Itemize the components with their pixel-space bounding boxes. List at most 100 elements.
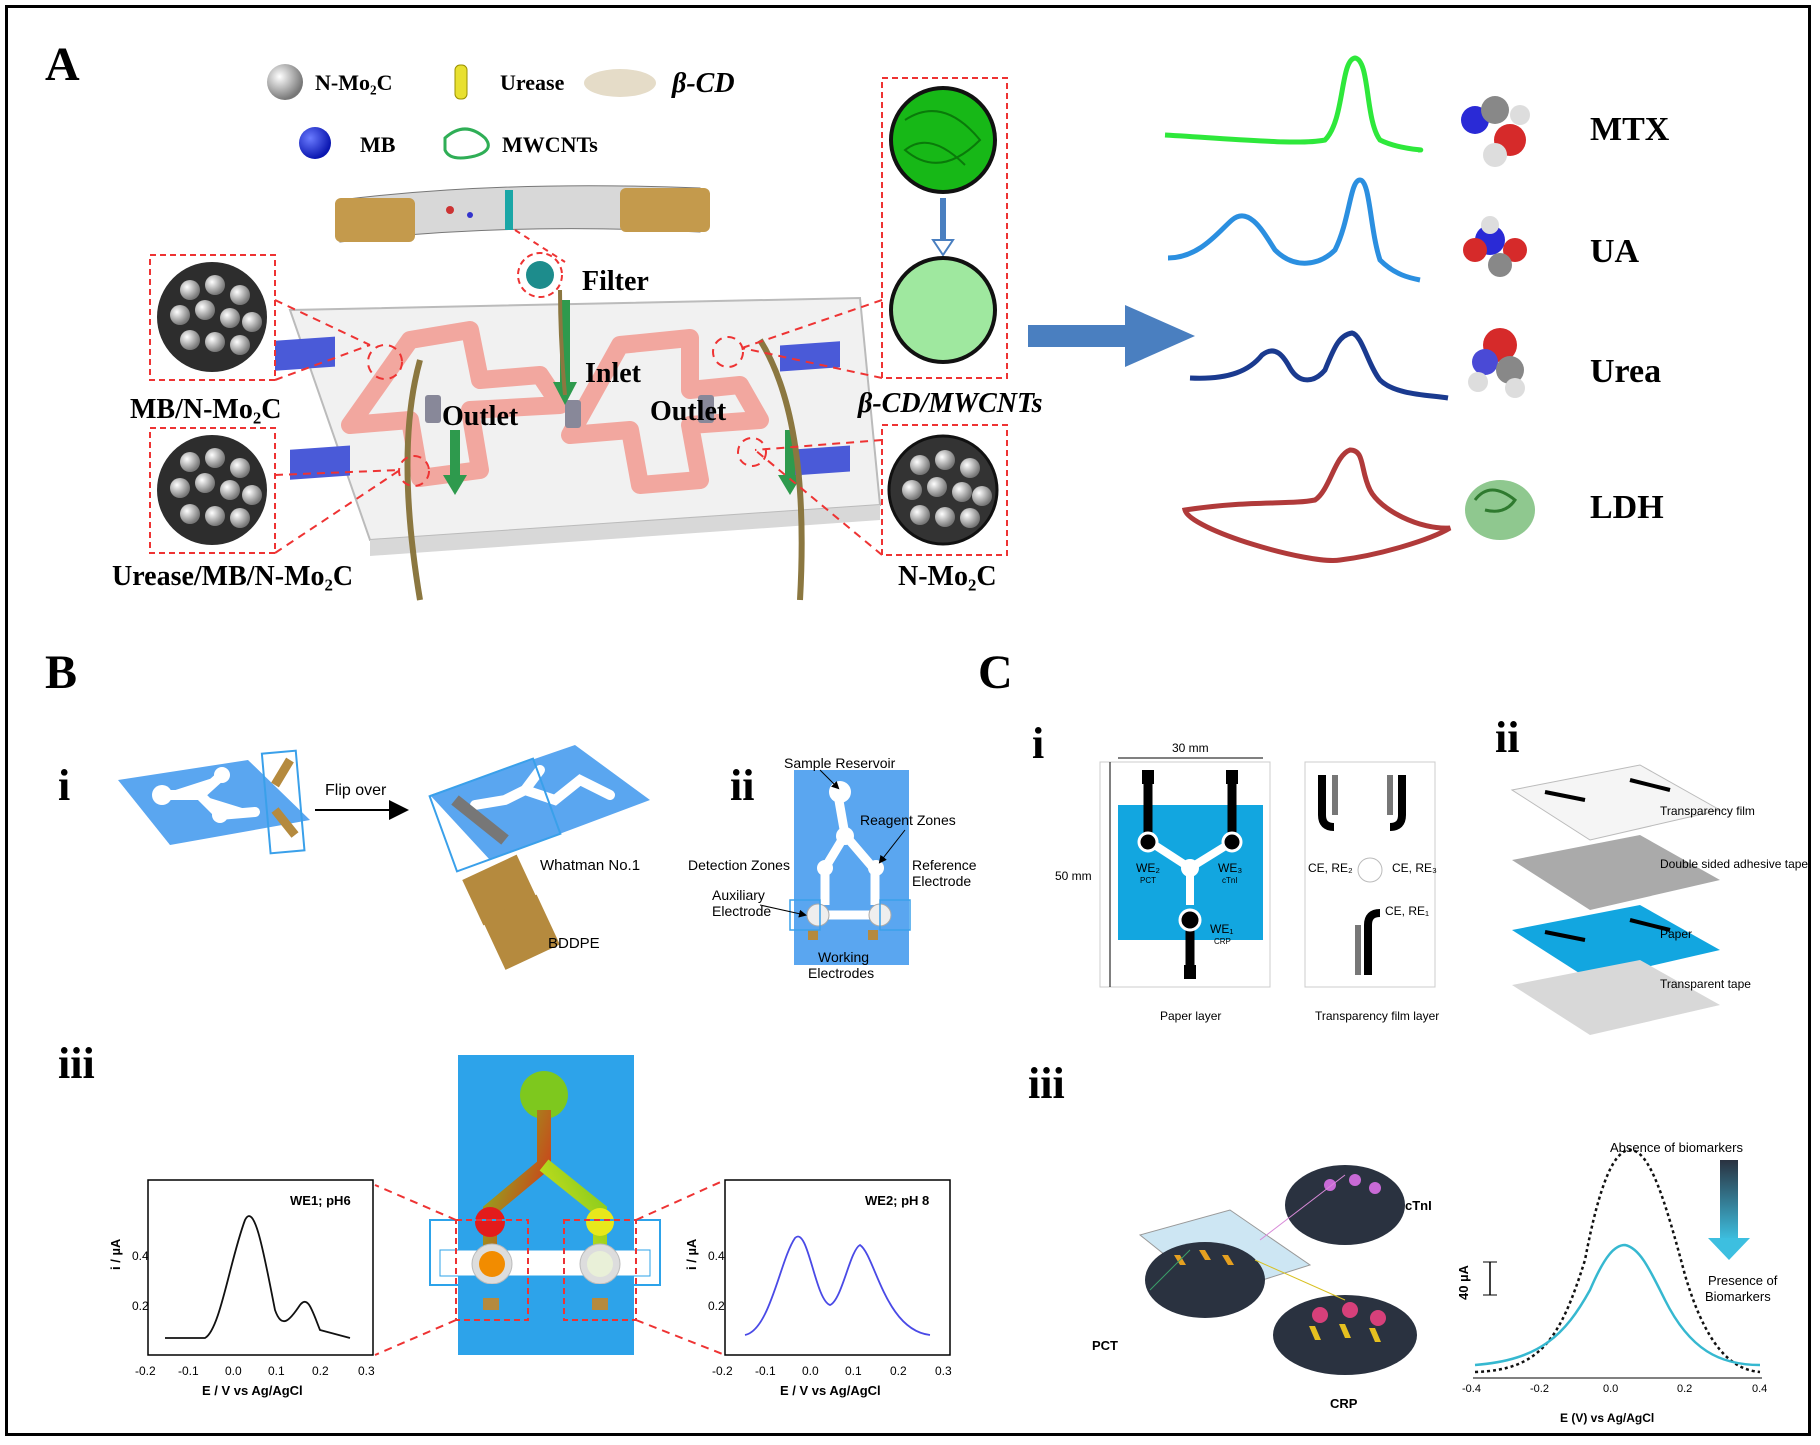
panel-c-label: C [978, 646, 1013, 699]
we2-xtick: -0.2 [712, 1364, 733, 1378]
device-front-electrodes [271, 757, 299, 838]
c-iii-xtick: -0.2 [1530, 1383, 1549, 1395]
right-connectors [712, 299, 883, 556]
film-sample-hole [1357, 857, 1383, 883]
mwcnts-texture [903, 110, 982, 166]
urease-mb-nmo2c-label: Urease/MB/N-Mo₂C [112, 561, 353, 592]
outlet-right-label: Outlet [650, 396, 727, 427]
decrease-arrow-shaft [1720, 1160, 1738, 1240]
adhesive-tape-layer [1512, 835, 1720, 910]
bcd-mwcnts-circle [889, 256, 997, 364]
sample-reservoir-label: Sample Reservoir [784, 755, 896, 771]
presence-curve [1474, 1243, 1761, 1367]
paper-contact [1226, 770, 1238, 784]
auxiliary-electrode-pointer [759, 904, 807, 918]
we2-xticks: -0.2 -0.1 0.0 0.1 0.2 0.3 [712, 1364, 952, 1378]
urea-molecule-icon [1468, 328, 1525, 398]
microfluidic-chip [275, 289, 882, 601]
we2-ylabel: i / µA [684, 1238, 699, 1270]
scale-label: 40 µA [1456, 1264, 1471, 1300]
urease-icon [454, 64, 468, 100]
bcd-mwcnts-label: β-CD/MWCNTs [857, 388, 1043, 419]
ldh-molecule-icon [1465, 480, 1535, 540]
transparent-tape-layer [1512, 960, 1720, 1035]
we1-xtick: 0.0 [225, 1364, 242, 1378]
sample-inlet [1181, 859, 1199, 877]
mwcnts-transition-arrowhead [931, 239, 955, 257]
legend-mwcnts: MWCNTs [502, 132, 598, 157]
we2-highlight [563, 1219, 637, 1321]
panel-c-ii-label: ii [1495, 713, 1519, 762]
film-electrodes [1318, 775, 1406, 975]
we1-ytick-1: 0.2 [132, 1299, 149, 1313]
panel-b-iii-label: iii [58, 1039, 95, 1088]
tube-illustration [335, 185, 710, 243]
transparency-film-layer [1510, 764, 1722, 841]
urease-mb-nmo2c-box [149, 427, 276, 554]
ctni-antibodies [1324, 1174, 1381, 1194]
panel-a: A N-Mo₂C Urease β-CD MB MWCNTs Filter [45, 38, 1670, 601]
mb-nmo2c-box [149, 254, 276, 381]
bddpe-label: BDDPE [548, 935, 600, 952]
mtx-curve [1164, 55, 1424, 153]
we1-xtick: -0.2 [135, 1364, 156, 1378]
we1-xtick: 0.3 [358, 1364, 375, 1378]
analyte-mtx: MTX [1590, 111, 1670, 148]
reagent-zone-yellow [586, 1208, 614, 1236]
we1-ylabel: i / µA [108, 1238, 123, 1270]
ctni-label: cTnI [1405, 1198, 1432, 1213]
we2-xtick: 0.3 [935, 1364, 952, 1378]
panel-b-ii-label: ii [730, 761, 754, 810]
ce-re1-label: CE, RE₁ [1385, 904, 1429, 918]
film-reference-tracks [1332, 775, 1393, 975]
panel-b-i-label: i [58, 761, 70, 810]
device-front-zone [152, 785, 172, 805]
nmo2c-particles [902, 450, 992, 528]
crp-label: CRP [1330, 1396, 1358, 1411]
inlet-label: Inlet [585, 358, 642, 389]
we2-xtick: 0.2 [890, 1364, 907, 1378]
we1-xtick: -0.1 [178, 1364, 199, 1378]
c-iii-xtick: 0.2 [1677, 1383, 1692, 1395]
reagent-zones-label: Reagent Zones [860, 812, 956, 828]
filter-highlight [517, 252, 563, 298]
we1-contact [483, 1298, 499, 1310]
panel-b: B i Flip over Whatman No.1 BDDPE ii [45, 646, 977, 1398]
detection-zones-label: Detection Zones [688, 857, 790, 873]
crp-small-label: CRP [1214, 937, 1231, 946]
legend-mb: MB [360, 132, 396, 157]
c-iii-xlabel: E (V) vs Ag/AgCl [1560, 1411, 1654, 1425]
decrease-arrow-head [1708, 1238, 1750, 1260]
bcd-mwcnts-box [881, 77, 1008, 379]
we2-plot-frame [724, 1179, 951, 1356]
layer-4-label: Transparent tape [1660, 977, 1751, 991]
schematic-working-electrode [868, 930, 878, 940]
crp-antibodies [1309, 1324, 1381, 1342]
pct-small-label: PCT [1140, 876, 1156, 885]
channel-left [483, 1110, 551, 1265]
ldh-curve [1181, 447, 1452, 563]
we1-label: WE₁ [1210, 922, 1233, 936]
we2-ytick-1: 0.2 [708, 1299, 725, 1313]
schematic-auxiliary-box [789, 899, 821, 931]
panel-c-iii-label: iii [1028, 1059, 1065, 1108]
we2-label: WE₂ [1136, 861, 1160, 875]
we1-xtick: 0.1 [268, 1364, 285, 1378]
device-back-highlight [428, 757, 562, 873]
we2-electrode [1137, 831, 1159, 853]
c-iii-xtick: 0.4 [1752, 1383, 1767, 1395]
detection-zone-we2 [587, 1251, 613, 1277]
ce-re3-label: CE, RE₃ [1392, 861, 1437, 875]
we1-electrode [1178, 908, 1202, 932]
crp-antigens [1312, 1302, 1386, 1326]
schematic-working-electrode [808, 930, 818, 940]
we1-xticks: -0.2 -0.1 0.0 0.1 0.2 0.3 [135, 1364, 375, 1378]
absence-curve [1474, 1148, 1761, 1374]
we1-plot-title: WE1; pH6 [290, 1193, 351, 1208]
beta-cd-icon [584, 69, 656, 97]
we3-electrode [1221, 831, 1243, 853]
we2-ytick-0: 0.4 [708, 1249, 725, 1263]
electrode-chip-2 [482, 894, 560, 970]
mb-nmo2c-particles [170, 275, 262, 355]
